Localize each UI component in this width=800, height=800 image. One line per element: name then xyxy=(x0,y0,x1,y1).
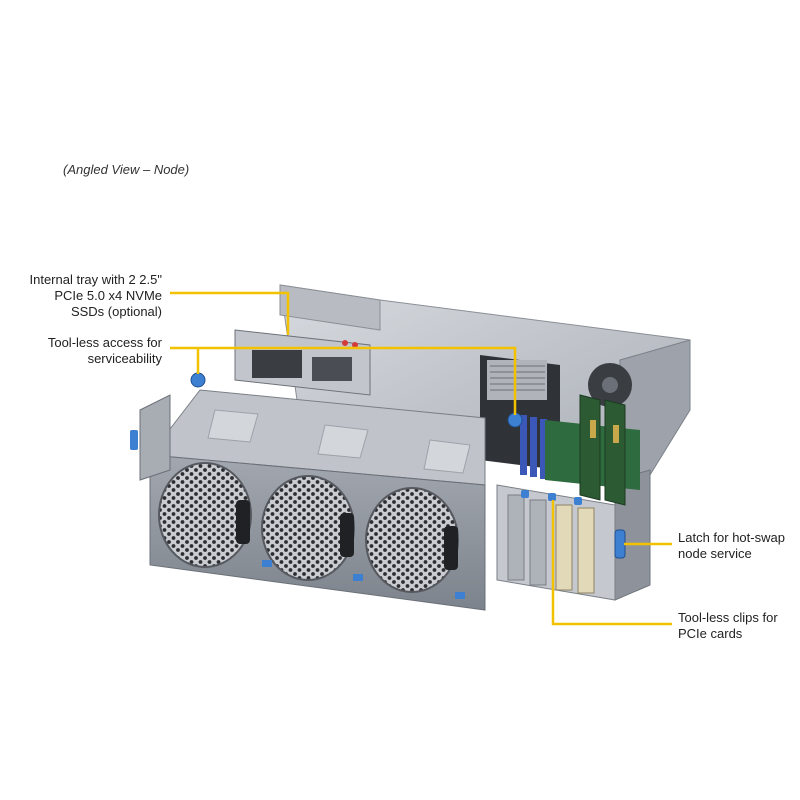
leader-internal-tray xyxy=(170,291,290,335)
fan-rear xyxy=(588,363,632,407)
callout-lines xyxy=(170,291,672,626)
chassis-rear-wall xyxy=(279,284,381,331)
callout-toolless-access: Tool-less access for serviceability xyxy=(48,335,162,367)
callout-pcie-clips: Tool-less clips for PCIe cards xyxy=(678,610,778,642)
callout-internal-tray: Internal tray with 2 2.5" PCIe 5.0 x4 NV… xyxy=(29,272,162,320)
callout-latch-line-1: Latch for hot-swap xyxy=(678,530,785,545)
callout-latch: Latch for hot-swap node service xyxy=(678,530,785,562)
pcie-brackets xyxy=(496,484,616,601)
thumbscrew-left xyxy=(190,372,206,388)
leader-pcie-clips xyxy=(551,500,672,626)
fan-grille-1 xyxy=(158,462,252,568)
left-blue-tab xyxy=(130,430,138,450)
callout-internal-tray-line-2: PCIe 5.0 x4 NVMe xyxy=(54,288,162,303)
callout-toolless-access-line-1: Tool-less access for xyxy=(47,335,162,350)
view-caption: (Angled View – Node) xyxy=(63,162,190,177)
leader-toolless-access xyxy=(170,346,517,415)
motherboard-area xyxy=(480,355,640,506)
pcie-clip-icons xyxy=(521,490,582,505)
fan-shroud-panels xyxy=(207,409,471,474)
dimm-slots xyxy=(520,415,547,479)
callout-toolless-access-line-2: serviceability xyxy=(87,351,162,366)
fan-latches xyxy=(262,560,465,599)
heatsink xyxy=(487,360,547,400)
thumbscrew-right xyxy=(507,412,523,428)
callout-pcie-clips-line-2: PCIe cards xyxy=(678,626,743,641)
callout-latch-line-2: node service xyxy=(678,546,752,561)
left-handle xyxy=(130,394,171,481)
thumbscrews xyxy=(190,372,523,428)
callout-internal-tray-line-3: SSDs (optional) xyxy=(70,304,162,319)
fan-handles xyxy=(236,500,458,570)
hot-swap-latch xyxy=(614,529,626,559)
pcie-cards xyxy=(579,394,626,506)
fan-assembly xyxy=(149,389,486,611)
callout-pcie-clips-line-1: Tool-less clips for xyxy=(678,610,778,625)
callout-internal-tray-line-1: Internal tray with 2 2.5" xyxy=(29,272,162,287)
internal-nvme-tray xyxy=(234,329,371,396)
